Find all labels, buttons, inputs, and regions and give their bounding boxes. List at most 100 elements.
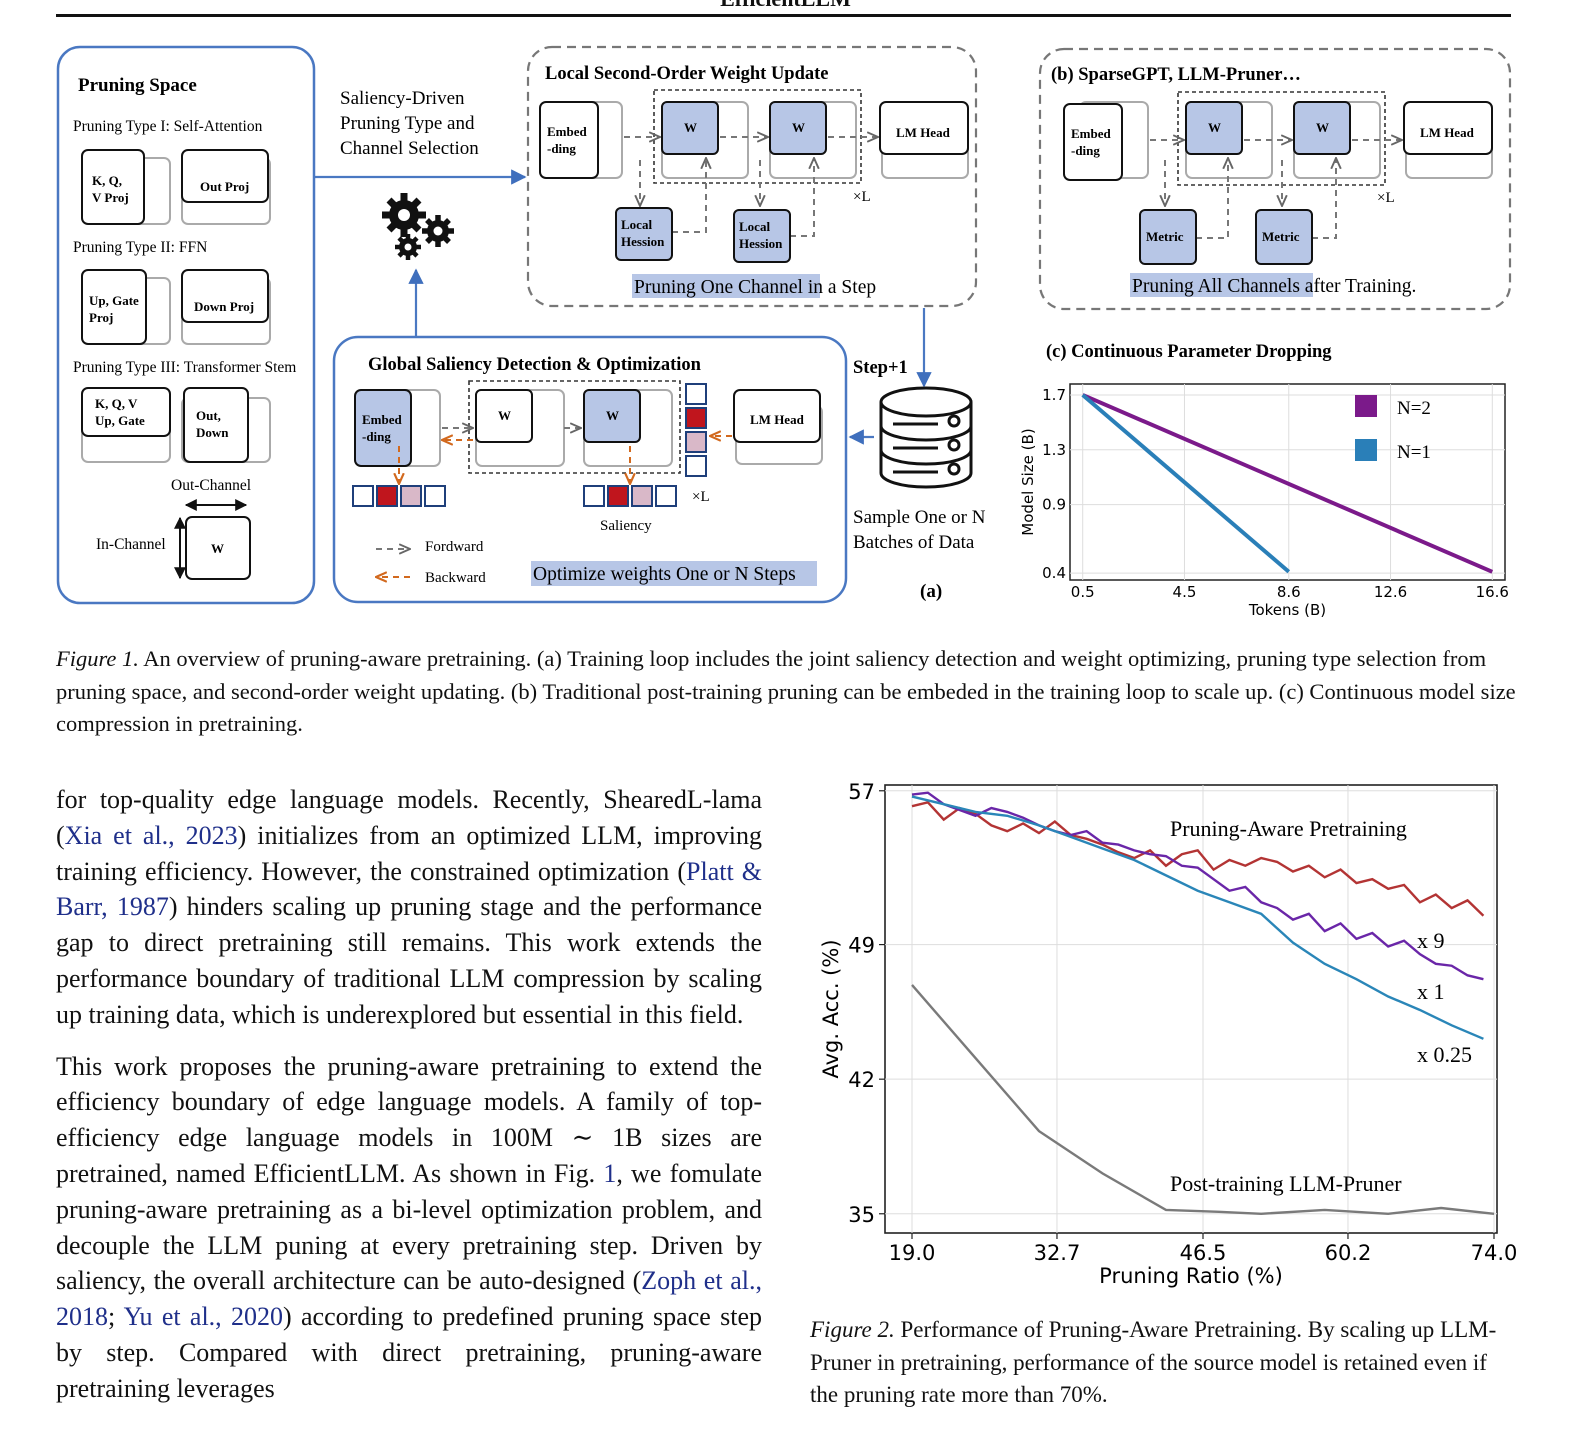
out-channel-label: Out-Channel <box>171 477 251 494</box>
cite-yu[interactable]: Yu et al., 2020 <box>123 1302 283 1332</box>
local-lm-head-box <box>879 101 969 155</box>
continuous-title: (c) Continuous Parameter Dropping <box>1046 342 1332 362</box>
in-channel-label: In-Channel <box>96 536 166 553</box>
svg-text:Local: Local <box>739 219 770 234</box>
svg-text:Metric: Metric <box>1262 229 1300 244</box>
svg-text:Embed: Embed <box>547 124 588 139</box>
svg-text:-ding: -ding <box>1071 143 1100 158</box>
svg-text:Down Proj: Down Proj <box>194 299 254 314</box>
chart-c-ylabel: Model Size (B) <box>1019 428 1037 535</box>
chart-c-frame <box>1069 383 1506 581</box>
svg-text:Hession: Hession <box>739 236 783 251</box>
svg-text:W: W <box>211 541 224 556</box>
chart-c-legend-label: N=1 <box>1397 442 1431 463</box>
sparse-embedding-box <box>1063 103 1123 181</box>
body-text: for top-quality edge language models. Re… <box>56 782 762 1423</box>
type1-boxes: K, Q, V Proj Out Proj <box>81 149 271 225</box>
local-embedding-box <box>539 101 599 179</box>
saliency-column <box>685 383 707 477</box>
svg-text:W: W <box>606 408 619 423</box>
local-update-panel <box>526 45 978 308</box>
svg-text:Hession: Hession <box>621 234 665 249</box>
svg-text:Batches of Data: Batches of Data <box>853 532 975 553</box>
chart-2-frame <box>884 784 1498 1234</box>
figure-1-caption: Figure 1. An overview of pruning-aware p… <box>56 646 1516 736</box>
header-rule <box>56 14 1511 17</box>
chart-c-ytick: 0.9 <box>1042 496 1066 514</box>
chart-c-ytick: 1.7 <box>1042 386 1066 404</box>
svg-text:Fordward: Fordward <box>425 539 484 555</box>
chart-c-series-line <box>1081 393 1494 574</box>
figure-2-caption: Figure 2. Performance of Pruning-Aware P… <box>810 1317 1497 1407</box>
chart-c-series-line <box>1081 393 1291 574</box>
figure-1: Pruning Space Pruning Type I: Self-Atten… <box>56 45 1512 619</box>
pruning-type-1: Pruning Type I: Self-Attention <box>73 118 263 135</box>
chart-2-annotation: Post-training LLM-Pruner <box>1170 1171 1402 1196</box>
chart-c-legend-swatch <box>1355 395 1377 417</box>
ref-fig1[interactable]: 1 <box>603 1158 617 1188</box>
database-icon <box>879 386 973 489</box>
svg-text:Backward: Backward <box>425 570 486 586</box>
global-saliency-panel <box>332 335 848 604</box>
svg-text:W: W <box>498 408 511 423</box>
chart-2-series-line <box>911 800 1485 917</box>
local-hession-box-2 <box>733 209 791 263</box>
global-embedding-box <box>354 389 412 467</box>
svg-text:×L: ×L <box>853 189 871 205</box>
svg-text:Down: Down <box>196 425 229 440</box>
local-update-title: Local Second-Order Weight Update <box>545 64 829 84</box>
local-w-box-2 <box>769 101 827 155</box>
chart-2-annotation: x 1 <box>1417 979 1445 1004</box>
sparse-w-box-1 <box>1185 101 1243 155</box>
global-saliency-title: Global Saliency Detection & Optimization <box>368 355 702 375</box>
chart-c-xtick: 16.6 <box>1476 583 1509 601</box>
chart-c-xtick: 0.5 <box>1071 583 1095 601</box>
cite-platt[interactable]: Platt & Barr, 1987 <box>56 856 762 922</box>
pruning-space-panel <box>56 45 316 605</box>
global-w-box-2 <box>583 389 641 443</box>
type3-boxes: K, Q, V Up, Gate Out, Down <box>81 387 271 463</box>
svg-text:K, Q, V: K, Q, V <box>95 396 138 411</box>
gears-icon <box>382 193 454 260</box>
svg-text:Proj: Proj <box>89 310 113 325</box>
saliency-row-2 <box>583 485 677 507</box>
pruning-type-2: Pruning Type II: FFN <box>73 239 207 256</box>
chart-2-series-line <box>911 791 1484 981</box>
sparsegpt-panel <box>1038 47 1512 311</box>
chart-2-ylabel: Avg. Acc. (%) <box>819 939 843 1078</box>
label-a: (a) <box>920 581 942 602</box>
svg-text:V Proj: V Proj <box>92 190 129 205</box>
chart-2-ytick: 42 <box>848 1068 875 1092</box>
svg-text:×L: ×L <box>692 489 710 505</box>
chart-2-annotation: x 9 <box>1417 928 1445 953</box>
metric-box-2 <box>1255 209 1313 265</box>
svg-text:Up, Gate: Up, Gate <box>95 413 145 428</box>
svg-text:W: W <box>684 120 697 135</box>
global-w-box-1 <box>475 389 533 443</box>
chart-c-xtick: 12.6 <box>1374 583 1407 601</box>
cite-zoph[interactable]: Zoph et al., 2018 <box>56 1266 762 1332</box>
svg-text:LM Head: LM Head <box>1420 125 1475 140</box>
cite-xia[interactable]: Xia et al., 2023 <box>64 820 238 850</box>
sparsegpt-caption: Pruning All Channels after Training. <box>1132 276 1416 297</box>
sparsegpt-title: (b) SparseGPT, LLM-Pruner… <box>1051 65 1301 85</box>
svg-text:Metric: Metric <box>1146 229 1184 244</box>
chart-c-ytick: 0.4 <box>1042 564 1066 582</box>
svg-text:W: W <box>792 120 805 135</box>
svg-text:K, Q,: K, Q, <box>92 173 122 188</box>
chart-2-xlabel: Pruning Ratio (%) <box>1099 1264 1283 1288</box>
local-update-caption: Pruning One Channel in a Step <box>634 277 876 298</box>
svg-text:Local: Local <box>621 217 652 232</box>
svg-text:Embed: Embed <box>1071 126 1112 141</box>
chart-2-xtick: 74.0 <box>1471 1241 1518 1265</box>
type2-boxes: Up, Gate Proj Down Proj <box>81 269 271 345</box>
chart-c-ytick: 1.3 <box>1042 441 1066 459</box>
svg-text:Out Proj: Out Proj <box>200 179 249 194</box>
chart-2-xtick: 19.0 <box>889 1241 936 1265</box>
svg-text:Out,: Out, <box>196 408 221 423</box>
chart-c-xlabel: Tokens (B) <box>1248 601 1326 619</box>
sample-label-1: Sample One or N <box>853 507 986 528</box>
w-matrix-box <box>185 516 251 580</box>
